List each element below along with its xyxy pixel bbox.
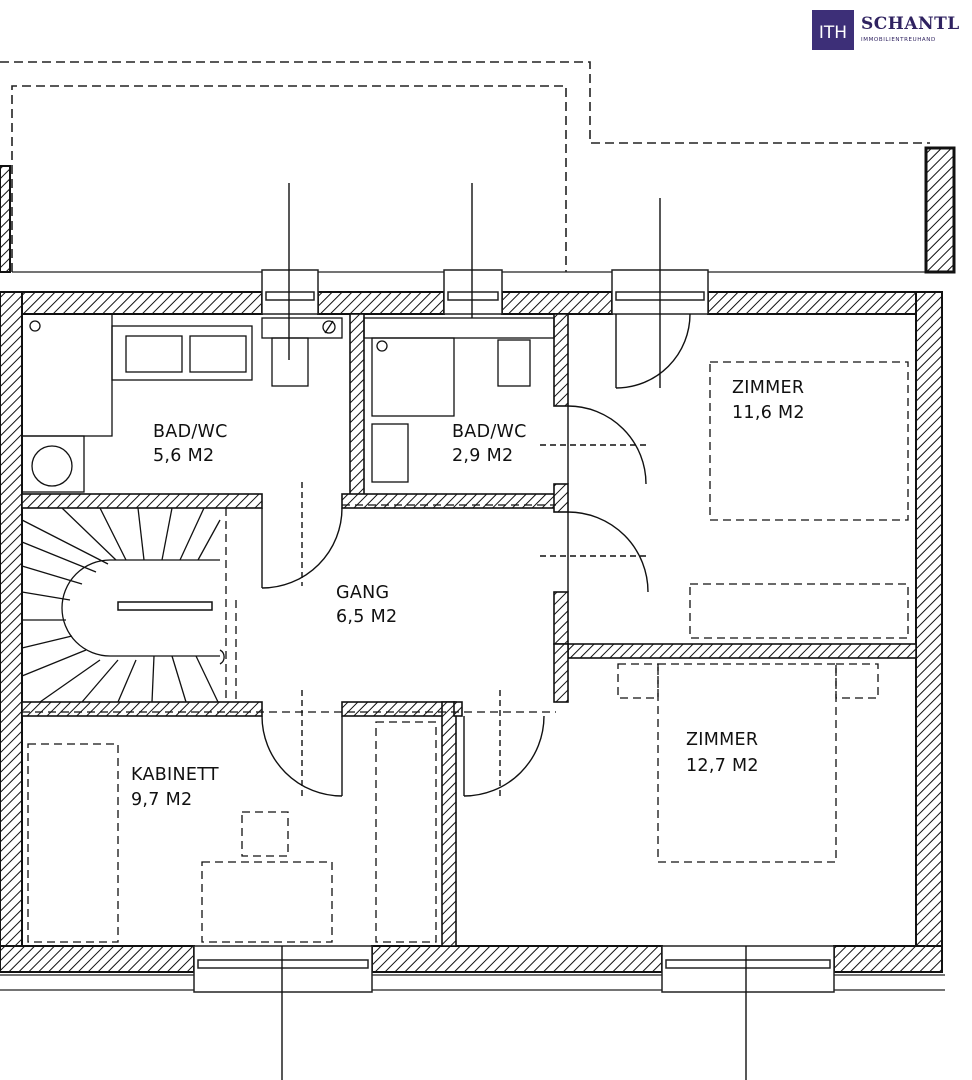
room-area-bad-wc-1: 5,6 M2	[153, 446, 214, 466]
staircase	[21, 507, 225, 703]
room-label-zimmer-2: ZIMMER	[686, 730, 758, 750]
room-label-kabinett: KABINETT	[131, 765, 219, 785]
section-lines	[281, 183, 747, 1080]
zimmer1-furniture	[689, 361, 909, 639]
room-label-gang: GANG	[336, 583, 389, 603]
chimney-right	[924, 146, 956, 274]
room-area-zimmer-2: 12,7 M2	[686, 756, 759, 776]
bad2-fixtures	[363, 317, 555, 483]
room-labels: BAD/WC 5,6 M2 BAD/WC 2,9 M2 ZIMMER 11,6 …	[131, 378, 805, 810]
dashed-lines	[22, 504, 556, 713]
zimmer2-furniture	[617, 663, 879, 863]
room-label-bad-wc-2: BAD/WC	[452, 422, 527, 442]
exterior-walls	[0, 291, 943, 973]
doors	[261, 313, 691, 797]
ith-mark-icon: ITH	[819, 23, 847, 43]
brand-name: SCHANTL	[861, 14, 960, 34]
room-label-bad-wc-1: BAD/WC	[153, 422, 228, 442]
room-label-zimmer-1: ZIMMER	[732, 378, 804, 398]
room-area-zimmer-1: 11,6 M2	[732, 403, 805, 423]
brand-tagline: IMMOBILIENTREUHAND	[861, 37, 936, 43]
room-area-bad-wc-2: 2,9 M2	[452, 446, 513, 466]
bad1-fixtures	[21, 313, 343, 493]
room-area-kabinett: 9,7 M2	[131, 790, 192, 810]
svg-text:ITH: ITH	[819, 23, 847, 43]
brand-logo: ITH	[812, 10, 854, 50]
interior-walls	[21, 313, 917, 947]
windows-bottom	[193, 945, 835, 993]
roof-outline	[0, 61, 930, 272]
chimney-left	[0, 165, 11, 273]
room-area-gang: 6,5 M2	[336, 607, 397, 627]
kabinett-furniture	[27, 721, 437, 943]
